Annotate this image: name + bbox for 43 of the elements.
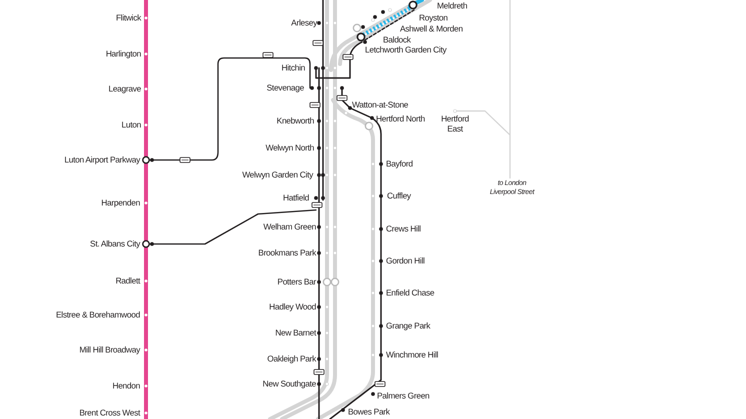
station-label: Letchworth Garden City — [365, 45, 446, 55]
station-label: Brookmans Park — [258, 248, 316, 258]
station-label: Elstree & Borehamwood — [56, 310, 140, 320]
station-label: Harpenden — [101, 198, 140, 208]
station-label: Arlesey — [291, 18, 317, 28]
station-label: Harlington — [106, 49, 141, 59]
station-label: Welham Green — [263, 222, 316, 232]
station-label: Watton-at-Stone — [352, 100, 408, 110]
station-label: Cuffley — [387, 191, 411, 201]
station-label: Hatfield — [283, 193, 309, 203]
station-label: Welwyn Garden City — [242, 170, 313, 180]
station-label: Luton — [122, 120, 141, 130]
station-label: Hadley Wood — [269, 302, 316, 312]
station-label: Hertford East — [440, 114, 470, 134]
station-label: Potters Bar — [277, 277, 316, 287]
station-label: Gordon Hill — [386, 256, 425, 266]
station-label: Ashwell & Morden — [400, 24, 463, 34]
station-label: Luton Airport Parkway — [64, 155, 140, 165]
station-label: Hendon — [112, 381, 140, 391]
station-label: Crews Hill — [386, 224, 421, 234]
station-label: Winchmore Hill — [386, 350, 438, 360]
station-label: Brent Cross West — [79, 408, 140, 418]
station-label: Royston — [419, 13, 448, 23]
station-label: Enfield Chase — [386, 288, 434, 298]
station-label: Mill Hill Broadway — [79, 345, 140, 355]
station-label: Leagrave — [108, 84, 141, 94]
station-label: New Southgate — [262, 379, 316, 389]
station-label: Hertford North — [376, 114, 425, 124]
station-label: Radlett — [116, 276, 140, 286]
station-label: Flitwick — [116, 13, 141, 23]
station-label: New Barnet — [275, 328, 316, 338]
station-label: Knebworth — [276, 116, 314, 126]
station-label: Meldreth — [437, 1, 468, 11]
station-label: Oakleigh Park — [267, 354, 316, 364]
station-label: Bowes Park — [348, 407, 390, 417]
station-label: Bayford — [386, 159, 413, 169]
station-label: Stevenage — [266, 83, 304, 93]
station-label: Hitchin — [282, 63, 305, 73]
station-label: St. Albans City — [90, 239, 140, 249]
station-label: Baldock — [383, 35, 411, 45]
station-label: Grange Park — [386, 321, 430, 331]
station-label: Welwyn North — [266, 143, 314, 153]
station-label: Palmers Green — [377, 391, 430, 401]
